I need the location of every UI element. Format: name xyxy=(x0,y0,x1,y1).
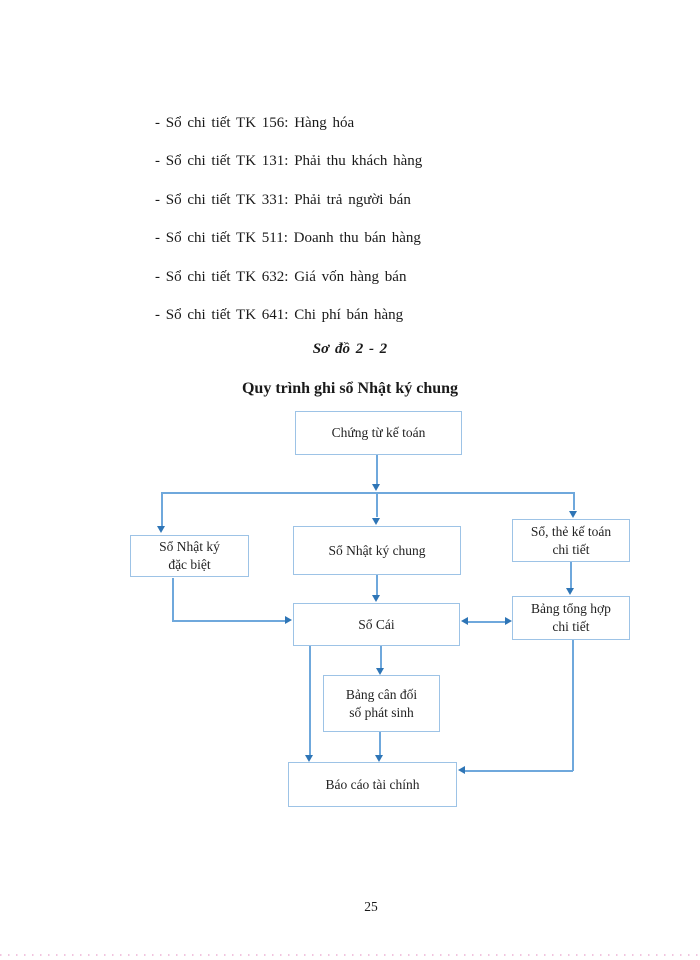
list-item: - Sổ chi tiết TK 641: Chi phí bán hàng xyxy=(155,307,404,324)
node-bang-can-doi-so-phat-sinh: Bảng cân đối số phát sinh xyxy=(323,675,440,732)
connector-line xyxy=(380,646,382,668)
arrowhead-down-icon xyxy=(305,755,313,762)
arrowhead-down-icon xyxy=(376,668,384,675)
diagram-caption: Sơ đồ 2 - 2 xyxy=(312,341,388,357)
arrowhead-down-icon xyxy=(157,526,165,533)
node-bang-tong-hop-chi-tiet: Bảng tổng hợp chi tiết xyxy=(512,596,630,640)
node-so-nhat-ky-dac-biet: Sổ Nhật ký đặc biệt xyxy=(130,535,249,577)
arrowhead-right-icon xyxy=(285,616,292,624)
connector-line xyxy=(570,562,572,588)
list-item: - Sổ chi tiết TK 331: Phải trả người bán xyxy=(155,191,411,208)
arrowhead-down-icon xyxy=(372,484,380,491)
connector-line xyxy=(467,621,506,623)
connector-line xyxy=(376,492,378,517)
list-item: - Sổ chi tiết TK 156: Hàng hóa xyxy=(155,115,355,131)
arrowhead-right-icon xyxy=(505,617,512,625)
arrowhead-left-icon xyxy=(461,617,468,625)
page-number: 25 xyxy=(364,899,378,914)
node-bao-cao-tai-chinh: Báo cáo tài chính xyxy=(288,762,457,807)
node-so-cai: Sổ Cái xyxy=(293,603,460,646)
arrowhead-left-icon xyxy=(458,766,465,774)
connector-line xyxy=(379,732,381,755)
connector-line xyxy=(572,640,574,771)
connector-line xyxy=(172,578,174,621)
list-item: - Sổ chi tiết TK 632: Giá vốn hàng bán xyxy=(155,268,407,285)
list-item: - Sổ chi tiết TK 511: Doanh thu bán hàng xyxy=(155,230,421,247)
arrowhead-down-icon xyxy=(566,588,574,595)
connector-line xyxy=(309,646,311,755)
diagram-title: Quy trình ghi sổ Nhật ký chung xyxy=(241,380,459,397)
node-chung-tu-ke-toan: Chứng từ kế toán xyxy=(295,411,462,455)
connector-line xyxy=(376,455,378,484)
connector-line xyxy=(162,492,574,494)
arrowhead-down-icon xyxy=(372,595,380,602)
node-so-nhat-ky-chung: Sổ Nhật ký chung xyxy=(293,526,461,575)
connector-line xyxy=(465,770,573,772)
page-break-dotted-line xyxy=(0,954,700,956)
arrowhead-down-icon xyxy=(375,755,383,762)
connector-line xyxy=(161,492,163,526)
arrowhead-down-icon xyxy=(569,511,577,518)
list-item: - Sổ chi tiết TK 131: Phải thu khách hàn… xyxy=(155,153,423,170)
node-so-the-ke-toan-chi-tiet: Sổ, thẻ kế toán chi tiết xyxy=(512,519,630,562)
arrowhead-down-icon xyxy=(372,518,380,525)
connector-line xyxy=(376,575,378,595)
connector-line xyxy=(573,492,575,510)
account-detail-list: - Sổ chi tiết TK 156: Hàng hóa - Sổ chi … xyxy=(155,104,422,334)
connector-line xyxy=(172,620,285,622)
